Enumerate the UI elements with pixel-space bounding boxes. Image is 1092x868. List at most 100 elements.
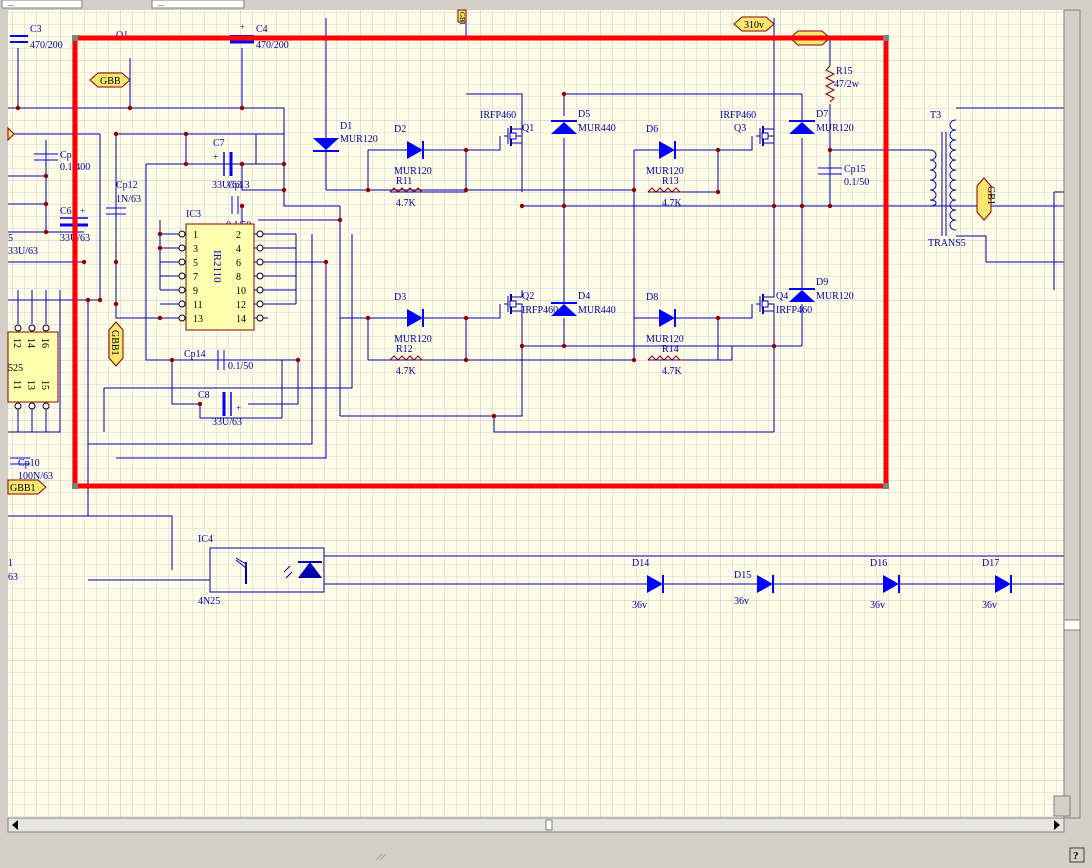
diode-ref: D9 xyxy=(816,277,828,288)
horizontal-scroll-thumb[interactable] xyxy=(545,819,553,831)
resistor-r15[interactable]: R15 47/2w xyxy=(824,65,860,103)
port-gb1-top[interactable]: GB1 xyxy=(457,9,467,26)
ic3-pin-label: 7 xyxy=(193,272,198,283)
selection-rectangle[interactable] xyxy=(72,35,889,489)
document-tab-strip xyxy=(0,0,1092,10)
help-icon: ? xyxy=(1073,850,1079,862)
selection-handle-bl[interactable] xyxy=(72,483,78,489)
left-ic-pin-label: 15 xyxy=(39,380,50,390)
selection-handle-tl[interactable] xyxy=(72,35,78,41)
port-gbb1-left[interactable]: GBB1 xyxy=(7,479,47,495)
left-ic-pin-label: 12 xyxy=(11,338,22,348)
ic3-pin-dot xyxy=(256,272,264,280)
scroll-right-icon[interactable] xyxy=(1054,820,1060,830)
left-ic-pin-label: 13 xyxy=(25,380,36,390)
ic3-pin-label: 12 xyxy=(236,300,246,311)
split-button[interactable] xyxy=(1053,795,1071,817)
ic3-pin-label: 1 xyxy=(193,230,198,241)
ic3-ref: IC3 xyxy=(186,209,201,220)
ic3-pin-dot xyxy=(256,244,264,252)
ic3-pin-dot xyxy=(256,314,264,322)
r15-value: 47/2w xyxy=(834,79,860,90)
ic4-4n25[interactable]: IC4 4N25 xyxy=(198,534,325,607)
tab-2-label: ... xyxy=(158,0,164,8)
ic3-part: IR2110 xyxy=(211,250,223,283)
resistor-ref: R11 xyxy=(396,176,412,187)
capacitor-c7[interactable]: + C7 33U/63 xyxy=(212,138,242,191)
svg-text:GBB1: GBB1 xyxy=(109,330,120,356)
diode-ref: D8 xyxy=(646,292,658,303)
port-310v[interactable]: 310v xyxy=(733,16,775,32)
diode-part: 36v xyxy=(982,600,997,611)
vertical-scrollbar[interactable] xyxy=(1063,9,1081,819)
transistor-ref: Q4 xyxy=(776,291,788,302)
ic3-pin-dot xyxy=(178,244,186,252)
junctions xyxy=(15,91,833,419)
svg-text:+: + xyxy=(80,206,85,216)
c3-value: 470/200 xyxy=(30,40,63,51)
scroll-left-icon[interactable] xyxy=(12,820,18,830)
horizontal-scrollbar[interactable] xyxy=(7,817,1065,833)
c4-value: 470/200 xyxy=(256,40,289,51)
diode-part: MUR120 xyxy=(340,134,378,145)
ic3-pin-dot xyxy=(256,286,264,294)
c8-value: 33U/63 xyxy=(212,417,242,428)
selection-handle-br[interactable] xyxy=(883,483,889,489)
transistor-ref: Q1 xyxy=(522,123,534,134)
transistor-ref: Q2 xyxy=(522,291,534,302)
capacitor-cp14[interactable]: Cp14 0.1/50 xyxy=(184,349,253,372)
transformer-t3[interactable]: T3 TRANS5 xyxy=(928,110,966,249)
c8-ref: C8 xyxy=(198,390,210,401)
ic3-pin-label: 9 xyxy=(193,286,198,297)
selection-handle-tr[interactable] xyxy=(883,35,889,41)
port-left-edge[interactable] xyxy=(7,126,15,142)
diode-ref: D15 xyxy=(734,570,751,581)
document-tab-2[interactable] xyxy=(151,0,245,9)
left-fragment-63: 63 xyxy=(8,572,18,583)
capacitor-c3[interactable]: C3 470/200 xyxy=(10,24,63,51)
diode-part: 36v xyxy=(632,600,647,611)
help-button[interactable] xyxy=(1069,847,1085,863)
port-gbb1-vertical[interactable]: GBB1 xyxy=(108,321,124,367)
capacitor-cp12[interactable]: Cp12 1N/63 xyxy=(106,180,141,215)
capacitor-cp15[interactable]: Cp15 0.1/50 xyxy=(818,164,869,188)
cp-ref: Cp xyxy=(60,150,72,161)
left-ic-pin-label: 16 xyxy=(39,338,50,348)
vertical-scroll-thumb[interactable] xyxy=(1063,619,1081,631)
left-ic-pin-dot xyxy=(14,324,22,332)
port-gb1-transformer[interactable]: GB1 xyxy=(976,177,996,221)
capacitor-c8[interactable]: + C8 33U/63 xyxy=(198,390,242,428)
svg-text:GBB: GBB xyxy=(100,76,121,87)
port-gbb[interactable]: GBB xyxy=(89,72,131,88)
ic3-pin-label: 6 xyxy=(236,258,241,269)
cp12-value: 1N/63 xyxy=(116,194,141,205)
capacitor-cp10[interactable]: Cp10 100N/63 xyxy=(10,457,53,482)
document-tab-1[interactable] xyxy=(1,0,83,9)
t3-part: TRANS5 xyxy=(928,238,966,249)
transistor-ref: Q3 xyxy=(734,123,746,134)
